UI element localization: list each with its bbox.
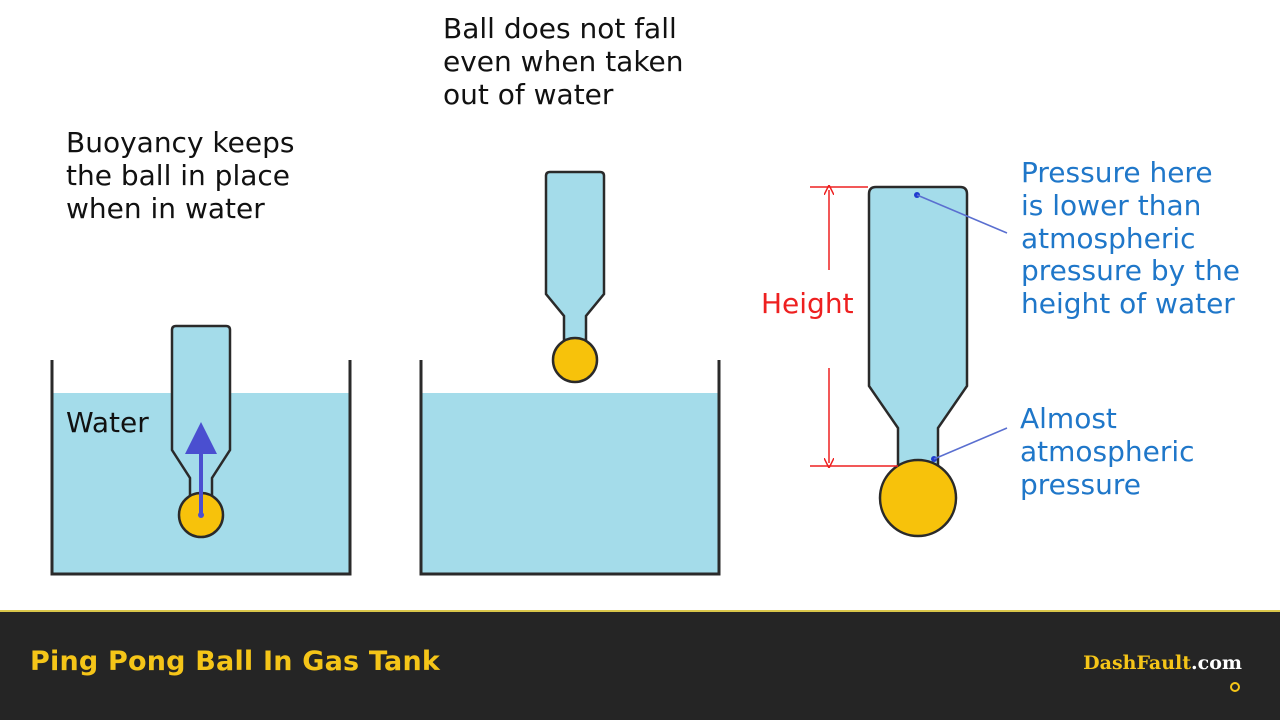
top-pressure-leader: [916, 194, 1008, 234]
caption-not-fall: Ball does not fall even when taken out o…: [443, 12, 692, 111]
page-title: Ping Pong Ball In Gas Tank: [30, 646, 441, 677]
footer-bar: Ping Pong Ball In Gas Tank DashFault.com: [0, 610, 1280, 720]
tank-2-water: [421, 393, 719, 574]
caption-almost-atmospheric: Almost atmospheric pressure: [1020, 402, 1203, 501]
caption-pressure-lower: Pressure here is lower than atmospheric …: [1021, 156, 1249, 320]
ball-2: [551, 336, 599, 384]
panel-pressure-detail: Height Pressure here is lower than atmos…: [761, 156, 1249, 538]
ball-3: [878, 458, 958, 538]
tank-1: [50, 360, 352, 576]
gear-icon: [1230, 682, 1240, 692]
bottle-3: [867, 185, 969, 468]
brand-name: DashFault: [1083, 652, 1192, 674]
neck-pressure-leader: [933, 427, 1008, 460]
brand-logo[interactable]: DashFault.com: [1083, 652, 1242, 674]
panel-out-of-water: Ball does not fall even when taken out o…: [419, 12, 721, 576]
water-label: Water: [66, 406, 149, 439]
panel-in-water: Water Buoyancy keeps the ball in place w…: [50, 126, 352, 576]
bottle-2: [544, 170, 606, 342]
caption-buoyancy: Buoyancy keeps the ball in place when in…: [66, 126, 303, 225]
bottle-pressure-diagram: Water Buoyancy keeps the ball in place w…: [50, 12, 1249, 576]
arrow-base-dot: [198, 512, 204, 518]
bottle-1: [170, 324, 232, 502]
brand-tld: .com: [1191, 652, 1242, 674]
height-label: Height: [761, 287, 854, 320]
tank-2: [419, 360, 721, 576]
